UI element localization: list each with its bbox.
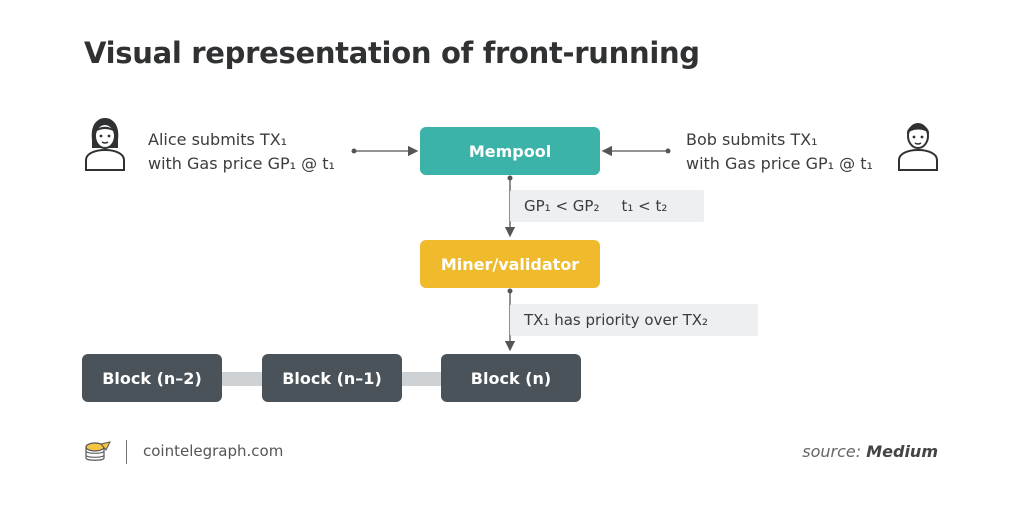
footer-site-name: cointelegraph.com bbox=[143, 442, 284, 460]
alice-caption-line2: with Gas price GP₁ @ t₁ bbox=[148, 154, 335, 173]
source-credit: source: Medium bbox=[802, 442, 938, 461]
bob-caption-line1: Bob submits TX₁ bbox=[686, 130, 818, 149]
gas-condition: GP₁ < GP₂ bbox=[524, 197, 600, 215]
gas-time-condition: GP₁ < GP₂ t₁ < t₂ bbox=[510, 190, 704, 222]
block-n: Block (n) bbox=[441, 354, 581, 402]
mempool-node: Mempool bbox=[420, 127, 600, 175]
alice-caption: Alice submits TX₁ with Gas price GP₁ @ t… bbox=[148, 128, 335, 176]
bob-caption: Bob submits TX₁ with Gas price GP₁ @ t₁ bbox=[686, 128, 873, 176]
priority-condition: TX₁ has priority over TX₂ bbox=[510, 304, 758, 336]
source-label: source: bbox=[802, 442, 862, 461]
block-n-minus-2: Block (n–2) bbox=[82, 354, 222, 402]
alice-avatar-icon bbox=[85, 118, 125, 171]
miner-validator-node: Miner/validator bbox=[420, 240, 600, 288]
cointelegraph-logo-icon bbox=[85, 441, 111, 461]
footer-divider bbox=[126, 440, 127, 464]
time-condition: t₁ < t₂ bbox=[621, 197, 668, 215]
block-n-minus-1: Block (n–1) bbox=[262, 354, 402, 402]
alice-to-mempool-arrow bbox=[351, 145, 419, 157]
bob-avatar-icon bbox=[898, 123, 938, 171]
diagram-title: Visual representation of front-running bbox=[84, 36, 700, 70]
bob-to-mempool-arrow bbox=[601, 145, 671, 157]
bob-caption-line2: with Gas price GP₁ @ t₁ bbox=[686, 154, 873, 173]
chain-link-1 bbox=[222, 372, 262, 386]
source-name: Medium bbox=[866, 442, 938, 461]
chain-link-2 bbox=[402, 372, 441, 386]
alice-caption-line1: Alice submits TX₁ bbox=[148, 130, 288, 149]
